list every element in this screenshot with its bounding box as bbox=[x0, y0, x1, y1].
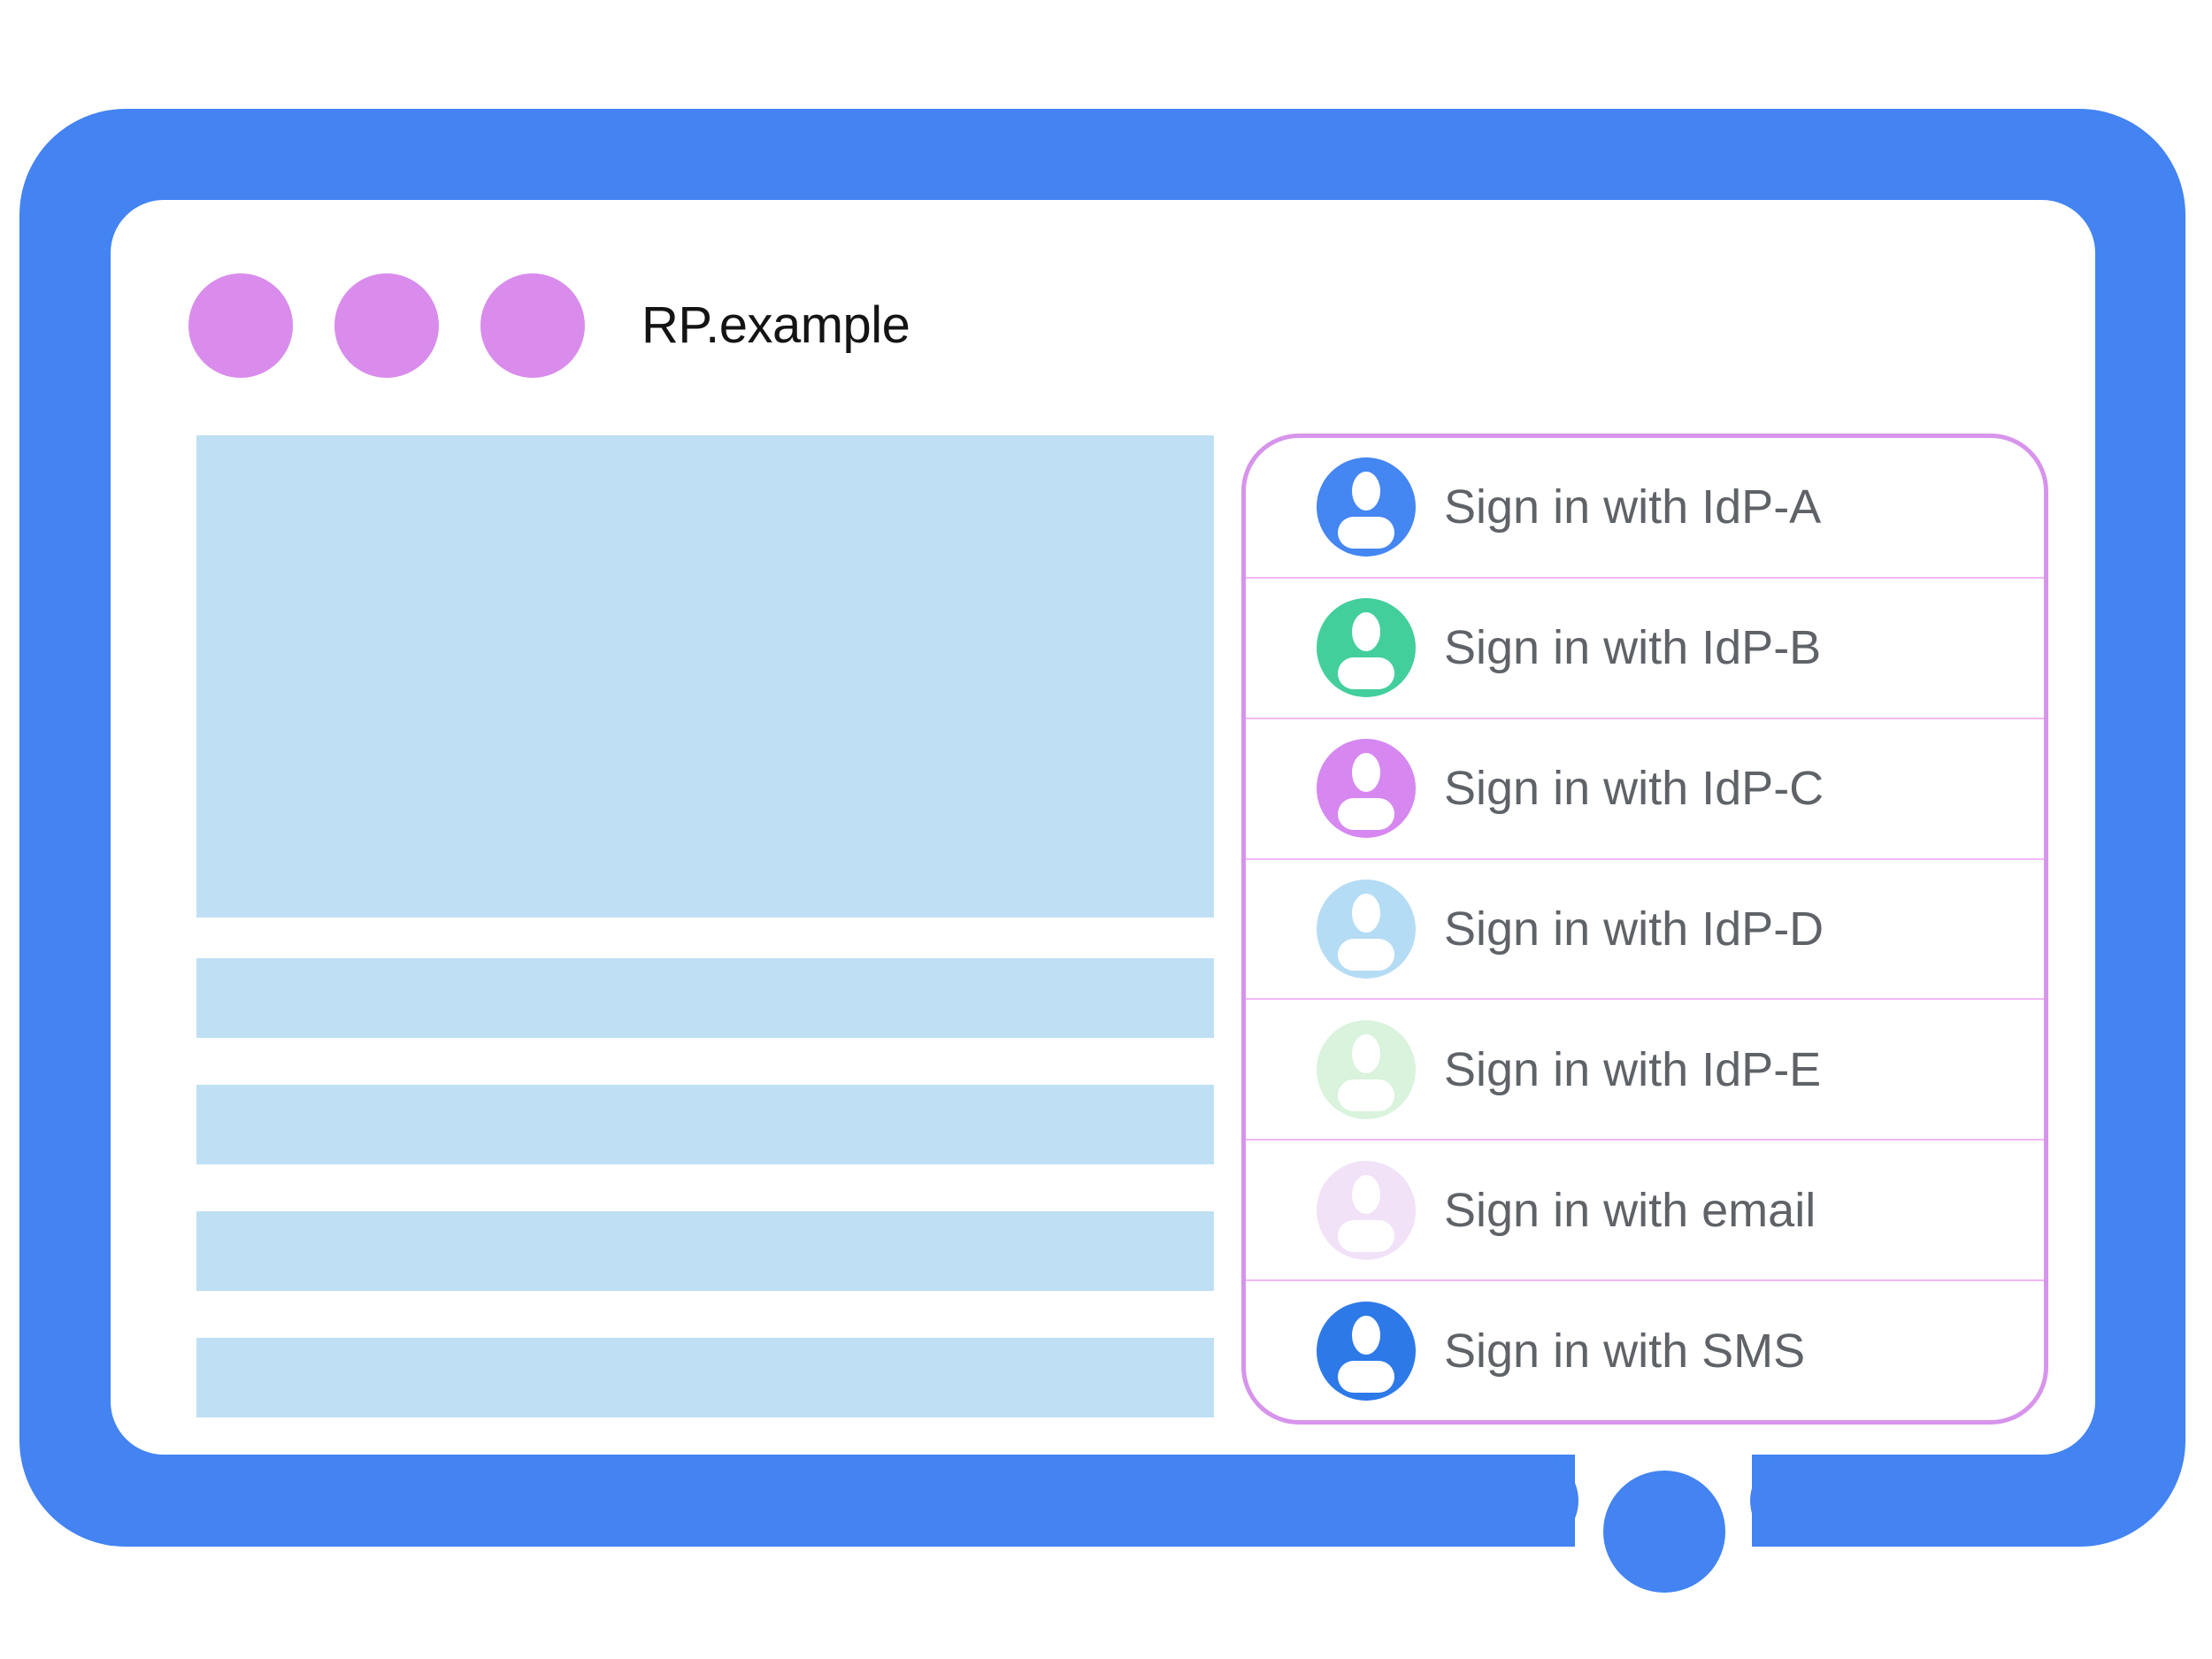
frame-bottom-bar-left bbox=[1497, 1455, 1578, 1547]
user-avatar-icon bbox=[1317, 1301, 1416, 1401]
home-button[interactable] bbox=[1603, 1471, 1725, 1593]
signin-item-label: Sign in with IdP-C bbox=[1444, 762, 1824, 816]
signin-item-sms[interactable]: Sign in with SMS bbox=[1246, 1279, 2044, 1420]
user-avatar-icon bbox=[1317, 879, 1416, 979]
window-control-dot[interactable] bbox=[188, 273, 293, 378]
content-placeholder-hero bbox=[196, 435, 1214, 918]
signin-item-label: Sign in with email bbox=[1444, 1183, 1816, 1237]
user-avatar-icon bbox=[1317, 457, 1416, 557]
content-placeholder-line bbox=[196, 1085, 1214, 1164]
signin-item-label: Sign in with IdP-E bbox=[1444, 1042, 1822, 1096]
user-avatar-icon bbox=[1317, 739, 1416, 839]
user-avatar-icon bbox=[1317, 1160, 1416, 1260]
signin-item-email[interactable]: Sign in with email bbox=[1246, 1139, 2044, 1279]
signin-item-idp-e[interactable]: Sign in with IdP-E bbox=[1246, 998, 2044, 1139]
content-placeholder-line bbox=[196, 1338, 1214, 1417]
signin-item-label: Sign in with IdP-D bbox=[1444, 902, 1824, 956]
site-title: RP.example bbox=[641, 296, 910, 354]
signin-item-label: Sign in with SMS bbox=[1444, 1324, 1806, 1378]
content-placeholder-line bbox=[196, 958, 1214, 1038]
signin-item-label: Sign in with IdP-B bbox=[1444, 621, 1822, 675]
signin-chooser-panel: Sign in with IdP-A Sign in with IdP-B Si… bbox=[1241, 434, 2048, 1425]
signin-item-idp-a[interactable]: Sign in with IdP-A bbox=[1246, 438, 2044, 577]
window-control-dot[interactable] bbox=[480, 273, 585, 378]
content-placeholder-line bbox=[196, 1211, 1214, 1291]
signin-item-label: Sign in with IdP-A bbox=[1444, 480, 1822, 534]
window-control-dot[interactable] bbox=[334, 273, 439, 378]
signin-item-idp-b[interactable]: Sign in with IdP-B bbox=[1246, 576, 2044, 718]
signin-item-idp-d[interactable]: Sign in with IdP-D bbox=[1246, 857, 2044, 999]
signin-item-idp-c[interactable]: Sign in with IdP-C bbox=[1246, 717, 2044, 858]
frame-bottom-bar-right bbox=[1750, 1455, 1832, 1547]
user-avatar-icon bbox=[1317, 598, 1416, 698]
user-avatar-icon bbox=[1317, 1019, 1416, 1119]
